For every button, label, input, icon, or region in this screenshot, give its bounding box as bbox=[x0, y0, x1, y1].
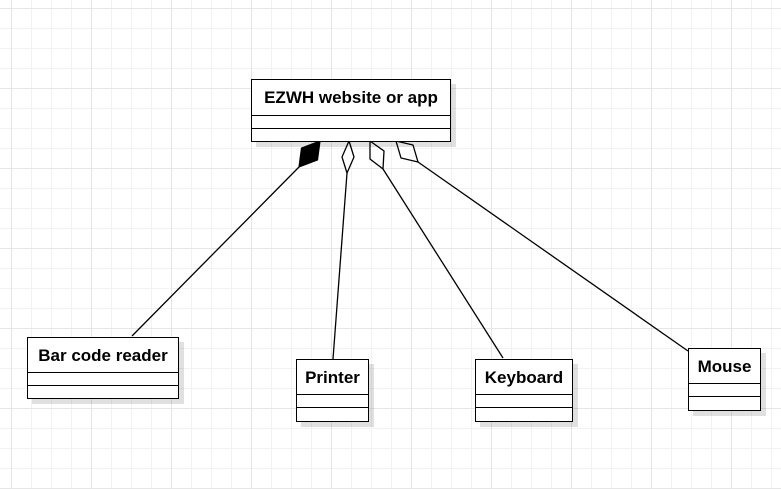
aggregation-diamond-icon bbox=[395, 140, 419, 163]
class-attributes-section bbox=[28, 373, 178, 386]
relation-printer-line bbox=[332, 172, 348, 360]
relation-mouse-line bbox=[417, 161, 689, 352]
class-operations-section bbox=[28, 386, 178, 398]
class-operations-section bbox=[476, 408, 572, 420]
class-attributes-section bbox=[689, 384, 760, 397]
class-attributes-section bbox=[297, 395, 368, 408]
class-name: Printer bbox=[297, 360, 368, 395]
relation-barcode-line bbox=[131, 166, 300, 337]
class-bar-code-reader[interactable]: Bar code reader bbox=[27, 337, 179, 399]
class-name: Bar code reader bbox=[28, 338, 178, 373]
class-operations-section bbox=[689, 397, 760, 409]
class-attributes-section bbox=[252, 116, 450, 129]
class-name: Keyboard bbox=[476, 360, 572, 395]
class-operations-section bbox=[252, 129, 450, 141]
class-name: EZWH website or app bbox=[252, 80, 450, 116]
class-operations-section bbox=[297, 408, 368, 420]
relation-printer-aggregation[interactable] bbox=[332, 139, 355, 360]
relation-keyboard-aggregation[interactable] bbox=[369, 139, 504, 359]
relation-barcode-composition[interactable] bbox=[131, 140, 321, 337]
relation-keyboard-line bbox=[382, 168, 504, 359]
relation-mouse-aggregation[interactable] bbox=[395, 140, 689, 352]
class-name: Mouse bbox=[689, 349, 760, 384]
class-mouse[interactable]: Mouse bbox=[688, 348, 761, 411]
class-printer[interactable]: Printer bbox=[296, 359, 369, 422]
composition-diamond-icon bbox=[298, 140, 321, 168]
class-attributes-section bbox=[476, 395, 572, 408]
class-ezwh-website-or-app[interactable]: EZWH website or app bbox=[251, 79, 451, 142]
class-keyboard[interactable]: Keyboard bbox=[475, 359, 573, 422]
aggregation-diamond-icon bbox=[341, 139, 355, 175]
aggregation-diamond-icon bbox=[369, 139, 385, 171]
